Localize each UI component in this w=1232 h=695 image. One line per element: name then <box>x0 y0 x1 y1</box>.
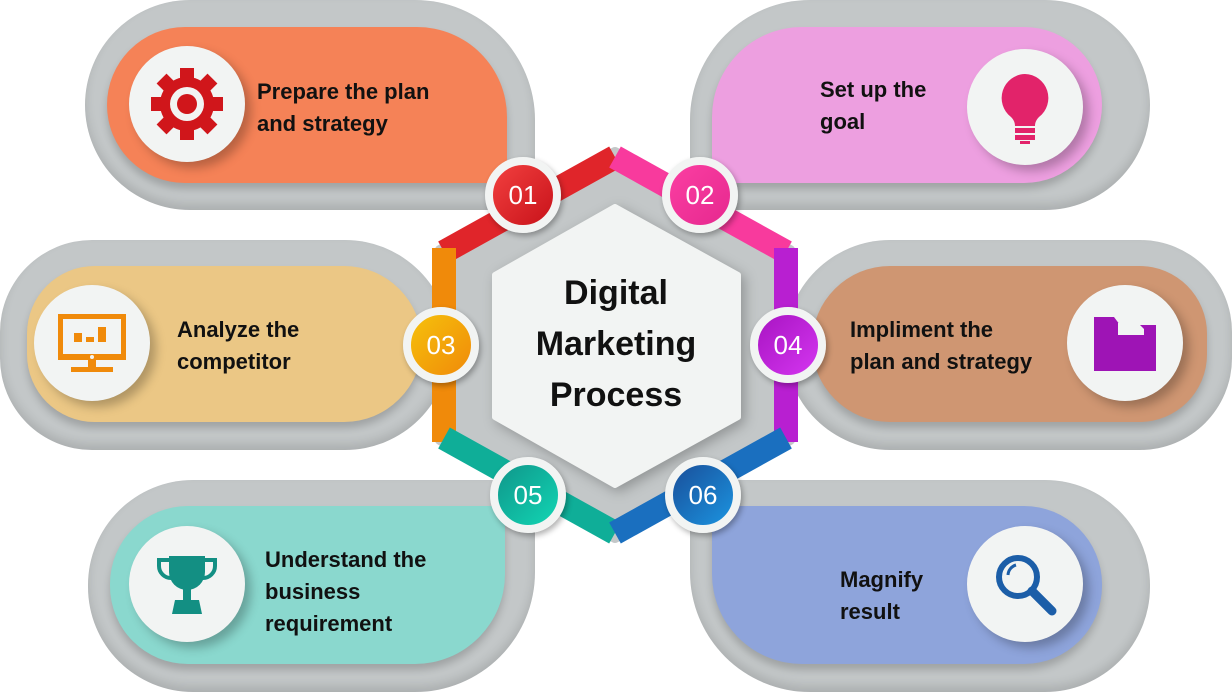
step-4-number: 04 <box>750 307 826 383</box>
folder-icon <box>1094 317 1156 371</box>
lightbulb-icon <box>1001 74 1049 144</box>
gear-icon <box>151 68 223 140</box>
trophy-icon <box>157 556 217 614</box>
step-1-number: 01 <box>485 157 561 233</box>
icon-circle-6 <box>967 526 1083 642</box>
step-5-number: 05 <box>490 457 566 533</box>
icon-circle-1 <box>129 46 245 162</box>
step-6-number: 06 <box>665 457 741 533</box>
icon-circle-4 <box>1067 285 1183 401</box>
magnifier-icon <box>996 555 1057 616</box>
monitor-chart-icon <box>58 314 126 372</box>
step-2-number: 02 <box>662 157 738 233</box>
center-hexagon <box>492 204 741 488</box>
icon-circle-2 <box>967 49 1083 165</box>
icon-circle-3 <box>34 285 150 401</box>
icon-circle-5 <box>129 526 245 642</box>
step-3-number: 03 <box>403 307 479 383</box>
